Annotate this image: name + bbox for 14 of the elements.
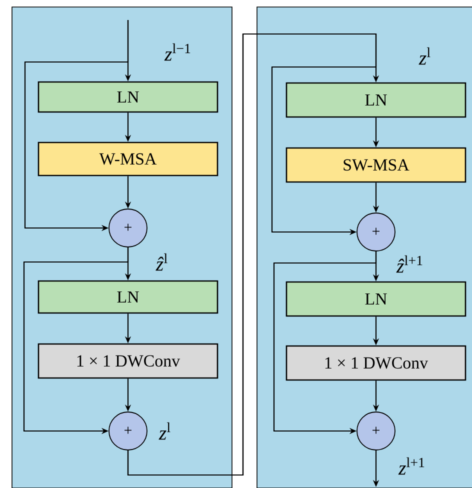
layer-box: LN xyxy=(38,81,218,113)
layer-box: 1 × 1 DWConv xyxy=(38,343,218,379)
layer-box: LN xyxy=(286,281,466,317)
math-label: ẑ$^{l}$ xyxy=(156,253,168,271)
math-label: z$^{l}$ xyxy=(158,422,170,440)
math-label: z$^{l}$ xyxy=(418,47,430,65)
math-label: ẑ$^{l+1}$ xyxy=(396,255,422,273)
math-label: z$^{l+1}$ xyxy=(398,457,424,475)
layer-box: LN xyxy=(38,280,218,314)
layer-box: LN xyxy=(286,82,466,118)
layer-box: W-MSA xyxy=(38,142,218,176)
math-label: z$^{l−1}$ xyxy=(164,43,190,61)
layer-box: SW-MSA xyxy=(286,147,466,183)
layer-box: 1 × 1 DWConv xyxy=(286,345,466,381)
